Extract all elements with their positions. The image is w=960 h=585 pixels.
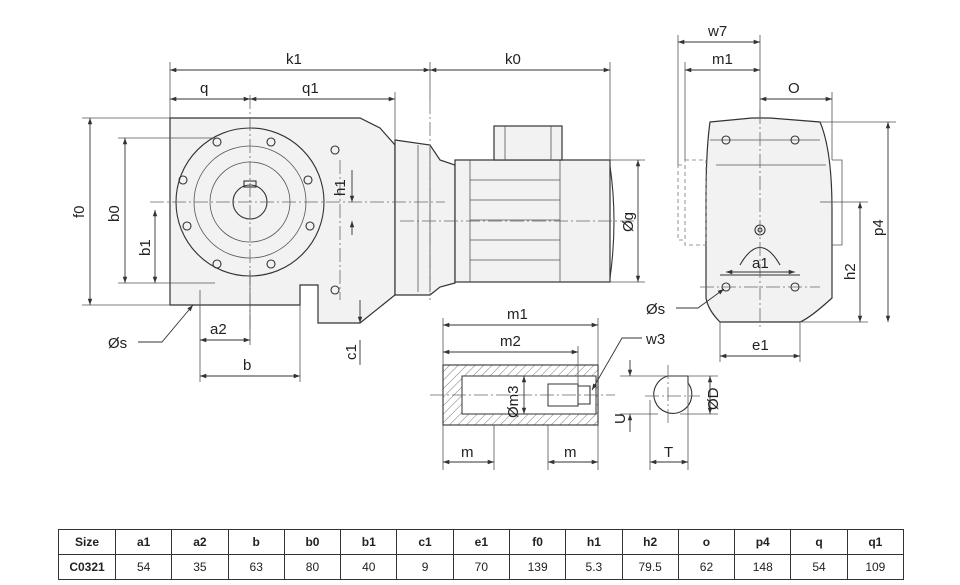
- shaft-section: m1 m2 w3 Øm3 m m: [430, 306, 665, 470]
- dim-c1: c1: [343, 344, 360, 360]
- table-header-cell: a1: [114, 529, 173, 555]
- technical-drawing: k1 k0 q q1 f0 b0 b1 h1 c1 a2 b: [71, 23, 896, 470]
- table-cell: 139: [508, 554, 567, 580]
- dim-k1: k1: [286, 51, 302, 68]
- table-cell: 79.5: [621, 554, 679, 580]
- dim-u: U: [612, 413, 629, 424]
- dim-m1-shaft: m1: [507, 306, 528, 323]
- flange-bolt-holes: [178, 137, 340, 295]
- table-cell: 109: [846, 554, 905, 580]
- table-header-cell: h1: [565, 529, 623, 555]
- dim-h1: h1: [332, 179, 349, 196]
- table-cell: 70: [452, 554, 510, 580]
- dim-q: q: [200, 80, 208, 97]
- table-header-cell: c1: [396, 529, 454, 555]
- dim-g: Øg: [620, 212, 637, 232]
- dim-f0: f0: [71, 205, 88, 218]
- dim-a1: a1: [752, 255, 769, 272]
- dim-w7: w7: [707, 23, 727, 40]
- gear-housing: [169, 117, 396, 324]
- dim-s-front: Øs: [646, 301, 665, 318]
- dim-b0: b0: [106, 205, 123, 222]
- table-header-cell: q1: [846, 529, 905, 555]
- front-view: w7 m1 O a1 h2 p4 e1 Øs: [646, 23, 896, 362]
- table-header-cell: Size: [58, 529, 116, 555]
- table-header-cell: o: [677, 529, 736, 555]
- dim-m1-front: m1: [712, 51, 733, 68]
- table-header-cell: b0: [283, 529, 342, 555]
- adapter-housing: [394, 139, 456, 296]
- dim-m3: Øm3: [505, 385, 522, 418]
- table-cell: 62: [677, 554, 736, 580]
- dim-m-left: m: [461, 444, 474, 461]
- table-header-cell: a2: [171, 529, 229, 555]
- table-cell: 54: [114, 554, 173, 580]
- dim-q1: q1: [302, 80, 319, 97]
- dim-p4: p4: [870, 219, 887, 236]
- table-cell: 35: [171, 554, 229, 580]
- table-header-cell: h2: [621, 529, 679, 555]
- dim-h2: h2: [842, 263, 859, 280]
- dim-a2: a2: [210, 321, 227, 338]
- dim-o: O: [788, 80, 800, 97]
- dim-b: b: [243, 357, 251, 374]
- side-view: k1 k0 q q1 f0 b0 b1 h1 c1 a2 b: [71, 51, 645, 382]
- dim-b1: b1: [137, 239, 154, 256]
- table-header-cell: b: [227, 529, 285, 555]
- table-cell: C0321: [58, 554, 116, 580]
- table-cell: 9: [396, 554, 454, 580]
- table-cell: 5.3: [565, 554, 623, 580]
- table-cell: 148: [734, 554, 792, 580]
- table-header-cell: b1: [340, 529, 398, 555]
- dim-s-side: Øs: [108, 335, 127, 352]
- table-header-cell: p4: [734, 529, 792, 555]
- dim-m-right: m: [564, 444, 577, 461]
- table-header-cell: e1: [452, 529, 510, 555]
- table-header-cell: f0: [508, 529, 567, 555]
- dim-d: ØD: [705, 387, 722, 410]
- dim-w3: w3: [645, 331, 665, 348]
- keyway-detail: U ØD T: [612, 360, 722, 470]
- table-cell: 80: [283, 554, 342, 580]
- terminal-box: [493, 125, 563, 161]
- table-header-cell: q: [790, 529, 848, 555]
- dim-k0: k0: [505, 51, 521, 68]
- dim-t: T: [664, 444, 673, 461]
- table-cell: 40: [340, 554, 398, 580]
- dim-e1: e1: [752, 337, 769, 354]
- table-cell: 54: [790, 554, 848, 580]
- table-cell: 63: [227, 554, 285, 580]
- dim-m2: m2: [500, 333, 521, 350]
